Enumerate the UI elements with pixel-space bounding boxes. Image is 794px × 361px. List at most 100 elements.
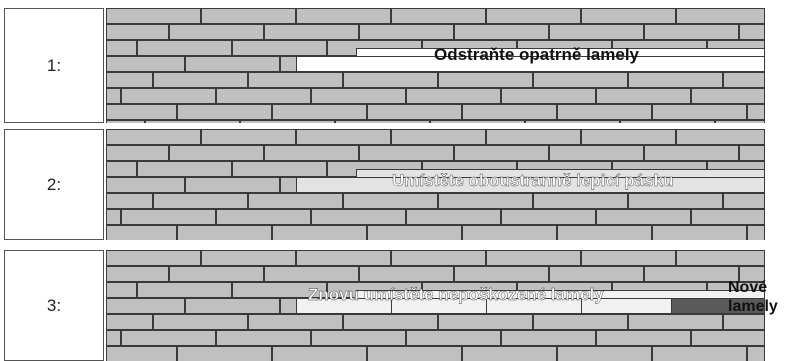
lamella (106, 24, 169, 40)
step-1-number: 1: (46, 55, 62, 75)
lamella (185, 56, 280, 72)
lamella (121, 209, 216, 225)
step-2-panel: 2: Umístěte oboustranně lepicí pásku (0, 129, 794, 240)
lamella (106, 298, 185, 314)
lamella (106, 193, 153, 209)
lamella (185, 298, 280, 314)
lamella (438, 193, 533, 209)
lamella (106, 314, 153, 330)
lamella (549, 145, 644, 161)
lamella (596, 88, 691, 104)
lamella (177, 225, 272, 240)
step-1-number-box: 1: (4, 8, 104, 123)
lamella (343, 72, 438, 88)
step-2-caption: Umístěte oboustranně lepicí pásku (392, 171, 674, 190)
lamella (343, 193, 438, 209)
lamella (216, 88, 311, 104)
lamella (145, 120, 240, 123)
lamella (121, 88, 216, 104)
lamella (557, 225, 652, 240)
lamella (106, 282, 137, 298)
lamella (296, 129, 391, 145)
lamella (232, 40, 327, 56)
lamella (628, 193, 723, 209)
lamella (201, 129, 296, 145)
lamella (739, 145, 765, 161)
lamella (296, 250, 391, 266)
lamella (581, 129, 676, 145)
lamella (691, 209, 765, 225)
step-3-number-box: 3: (4, 250, 104, 361)
lamella (106, 177, 185, 193)
lamella (185, 177, 280, 193)
lamella (232, 161, 327, 177)
lamella (169, 266, 264, 282)
lamella (438, 314, 533, 330)
lamella (533, 314, 628, 330)
step-3-panel: 3: Znovu umístěte nepoškozené lamely Nov… (0, 250, 794, 361)
lamella (691, 88, 765, 104)
lamella (644, 266, 739, 282)
lamella (359, 145, 454, 161)
lamella (264, 145, 359, 161)
lamella (169, 24, 264, 40)
lamella (596, 330, 691, 346)
lamella (549, 24, 644, 40)
lamella (106, 129, 201, 145)
lamella (153, 314, 248, 330)
lamella (391, 250, 486, 266)
step-1-panel: 1: Odstraňte opatrně lamely (0, 8, 794, 123)
lamella (106, 88, 121, 104)
lamella (462, 346, 557, 361)
lamella (106, 225, 177, 240)
lamella (739, 24, 765, 40)
lamella (676, 8, 765, 24)
lamella (652, 225, 747, 240)
lamella (391, 8, 486, 24)
new-lamellae-label: Nové lamely (728, 279, 778, 315)
lamella (106, 346, 177, 361)
lamella (201, 8, 296, 24)
lamella (462, 104, 557, 120)
lamella (525, 120, 620, 123)
lamella (406, 209, 501, 225)
lamella (137, 161, 232, 177)
step-3-caption: Znovu umístěte nepoškozené lamely (308, 285, 604, 304)
lamella (628, 314, 723, 330)
lamella (691, 330, 765, 346)
lamella (747, 104, 765, 120)
lamella (106, 250, 201, 266)
lamella (454, 266, 549, 282)
lamella (106, 266, 169, 282)
removed-lamellae-gap (356, 48, 765, 57)
lamella (715, 120, 765, 123)
lamella (311, 330, 406, 346)
lamella (232, 282, 327, 298)
step-1-lamella-floor (106, 8, 765, 123)
lamella (177, 346, 272, 361)
lamella (343, 314, 438, 330)
lamella (137, 40, 232, 56)
lamella (454, 24, 549, 40)
lamella (137, 282, 232, 298)
lamella (676, 129, 765, 145)
lamella (723, 72, 765, 88)
lamella (533, 72, 628, 88)
lamella (311, 209, 406, 225)
double-sided-tape (356, 169, 765, 178)
lamella (438, 72, 533, 88)
lamella (335, 120, 430, 123)
lamella (106, 161, 137, 177)
lamella (216, 209, 311, 225)
lamella (106, 56, 185, 72)
lamella (620, 120, 715, 123)
lamella (106, 145, 169, 161)
step-2-number-box: 2: (4, 129, 104, 240)
lamella (644, 24, 739, 40)
lamella (406, 88, 501, 104)
lamella (272, 346, 367, 361)
lamella (106, 104, 177, 120)
lamella (462, 225, 557, 240)
lamella (359, 24, 454, 40)
lamella (391, 129, 486, 145)
